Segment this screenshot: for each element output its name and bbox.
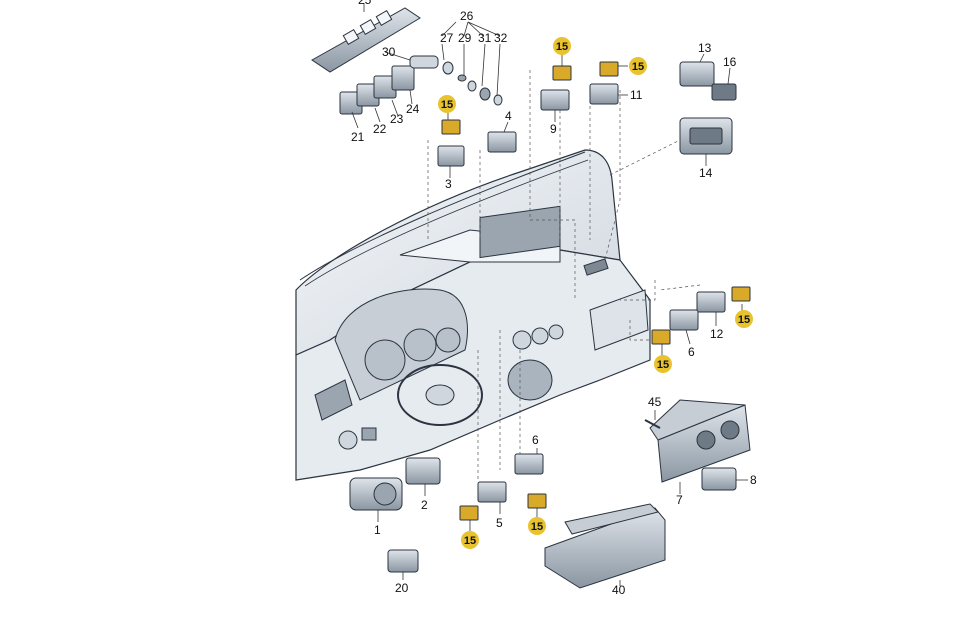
badge-15-b: 15	[553, 37, 571, 55]
blank-plug-15-b	[552, 65, 572, 81]
switch-13	[679, 61, 715, 87]
callout-2: 2	[421, 498, 428, 512]
switch-6-lower	[514, 453, 544, 475]
callout-3: 3	[445, 177, 452, 191]
blank-plug-15-g	[527, 493, 547, 509]
callout-30: 30	[382, 45, 396, 59]
callout-13: 13	[698, 41, 712, 55]
switch-24	[391, 65, 415, 91]
blank-plug-15-e	[651, 329, 671, 345]
callout-32: 32	[494, 31, 508, 45]
light-switch-1	[349, 477, 403, 511]
switch-4	[487, 131, 517, 153]
callout-29: 29	[458, 31, 472, 45]
callout-20: 20	[395, 581, 409, 595]
badge-15-a: 15	[438, 95, 456, 113]
switch-3	[437, 145, 465, 167]
blank-plug-15-a	[441, 119, 461, 135]
callout-22: 22	[373, 122, 387, 136]
leader-lines	[351, 3, 748, 586]
callout-40: 40	[612, 583, 626, 597]
svg-text:15: 15	[657, 359, 669, 371]
callout-1: 1	[374, 523, 381, 537]
screw-45	[644, 419, 661, 429]
callout-6-lower: 6	[532, 433, 539, 447]
callout-4: 4	[505, 109, 512, 123]
small-parts-27-32	[442, 61, 503, 106]
switch-6-right	[669, 309, 699, 331]
roof-switch-panel	[311, 7, 421, 73]
callout-25: 25	[358, 0, 372, 7]
svg-text:15: 15	[556, 41, 568, 53]
badge-15-f: 15	[461, 531, 479, 549]
callout-6-right: 6	[688, 345, 695, 359]
svg-text:15: 15	[531, 521, 543, 533]
blank-plug-15-d	[731, 286, 751, 302]
switch-8	[701, 467, 737, 491]
install-guides	[427, 70, 701, 480]
part-16	[711, 83, 737, 101]
callout-26: 26	[460, 9, 474, 23]
callout-5: 5	[496, 516, 503, 530]
callout-21: 21	[351, 130, 365, 144]
lighter-30	[409, 55, 439, 69]
switch-9	[540, 89, 570, 111]
climate-control-7	[649, 399, 751, 483]
callout-8: 8	[750, 473, 757, 487]
callout-11: 11	[630, 88, 643, 102]
svg-text:15: 15	[632, 61, 644, 73]
badge-15-e: 15	[654, 355, 672, 373]
blank-plug-15-f	[459, 505, 479, 521]
callout-9: 9	[550, 122, 557, 136]
svg-text:15: 15	[441, 99, 453, 111]
callout-24: 24	[406, 102, 420, 116]
switch-5	[477, 481, 507, 503]
callout-31: 31	[478, 31, 492, 45]
switch-2	[405, 457, 441, 485]
callout-27: 27	[440, 31, 454, 45]
badge-15-g: 15	[528, 517, 546, 535]
control-unit-40	[544, 503, 666, 589]
callout-12: 12	[710, 327, 724, 341]
svg-text:15: 15	[464, 535, 476, 547]
badge-15-d: 15	[735, 310, 753, 328]
switch-14	[679, 117, 733, 155]
svg-text:15: 15	[738, 314, 750, 326]
switch-11	[589, 83, 619, 105]
blank-plug-15-c	[599, 61, 619, 77]
callout-23: 23	[390, 112, 404, 126]
callout-45: 45	[648, 395, 662, 409]
callout-16: 16	[723, 55, 737, 69]
switch-12	[696, 291, 726, 313]
callout-labels: 25 26 27 29 31 32 30 21 22 23 24 3 4 9 1…	[351, 0, 757, 597]
dashboard-illustration	[295, 149, 651, 481]
callout-14: 14	[699, 166, 713, 180]
callout-7: 7	[676, 493, 683, 507]
badge-15-c: 15	[629, 57, 647, 75]
part-20	[387, 549, 419, 573]
part-15-badges: 15 15 15 15 15 15 15	[438, 37, 753, 549]
